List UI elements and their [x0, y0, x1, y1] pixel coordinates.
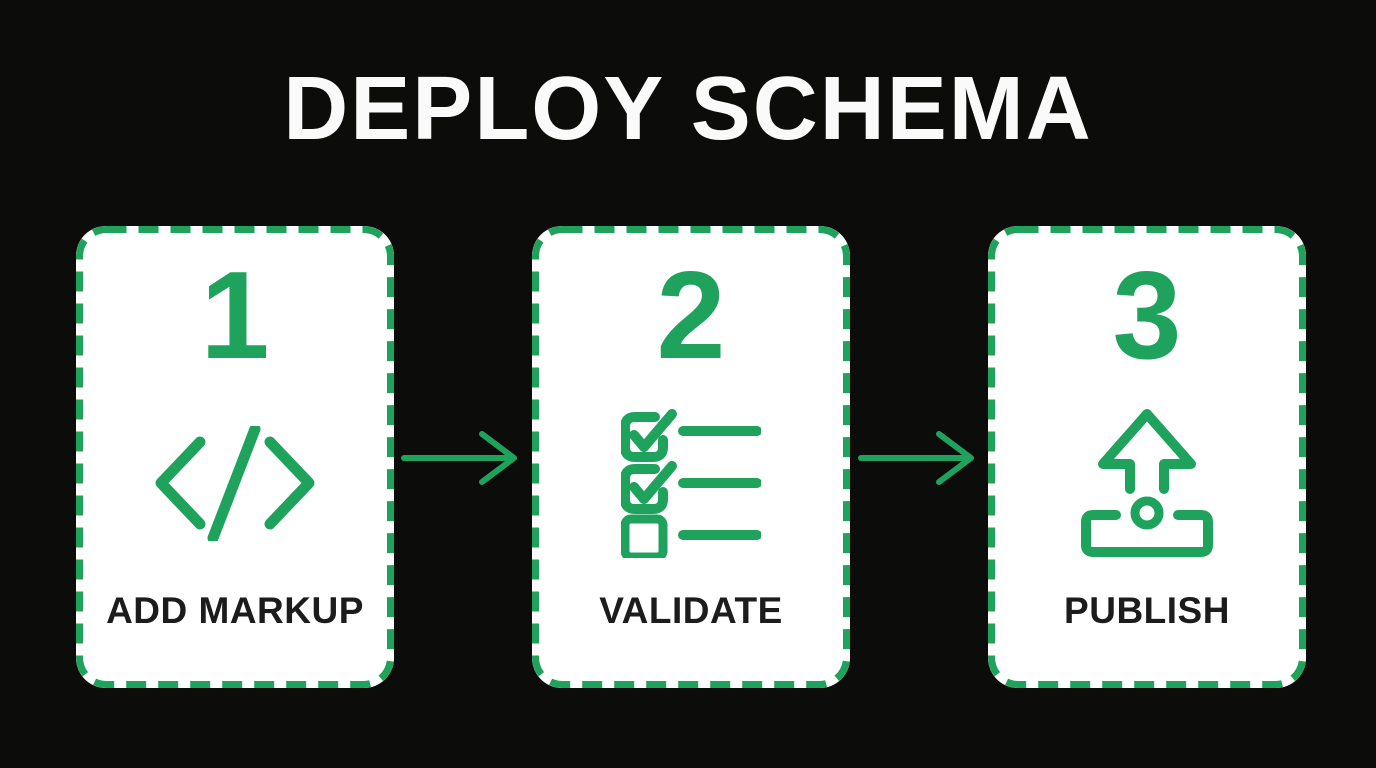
step-card-1: 1 ADD MARKUP: [76, 226, 394, 688]
step-label: PUBLISH: [1064, 590, 1230, 631]
upload-icon: [988, 408, 1306, 558]
checklist-icon: [532, 408, 850, 558]
dashed-border: [988, 226, 1306, 688]
step-number: 1: [200, 247, 270, 385]
step-number: 3: [1112, 247, 1182, 385]
step-card-3: 3 PUBLISH: [988, 226, 1306, 688]
code-icon: [76, 408, 394, 558]
step-number: 2: [656, 247, 726, 385]
page-title: DEPLOY SCHEMA: [283, 59, 1093, 159]
dashed-border: [532, 226, 850, 688]
step-label: ADD MARKUP: [106, 590, 364, 631]
arrow-right-icon: [858, 431, 974, 485]
step-label: VALIDATE: [599, 590, 783, 631]
step-card-2: 2 VALIDATE: [532, 226, 850, 688]
dashed-border: [76, 226, 394, 688]
arrow-right-icon: [401, 431, 517, 485]
